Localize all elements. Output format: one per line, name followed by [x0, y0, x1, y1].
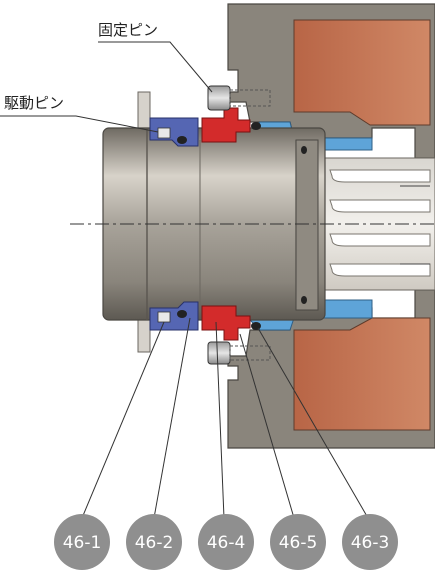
callout-46-2-text: 46-2: [135, 533, 174, 553]
callout-leaders: [81, 317, 369, 519]
callout-46-3-text: 46-3: [351, 533, 390, 553]
fixing-pin-label: 固定ピン: [98, 21, 158, 39]
callout-46-3: 46-3: [342, 514, 398, 570]
callout-46-1: 46-1: [54, 514, 110, 570]
callout-46-4-text: 46-4: [207, 533, 246, 553]
callout-46-4: 46-4: [198, 514, 254, 570]
callout-46-5-text: 46-5: [279, 533, 318, 553]
callout-46-2: 46-2: [126, 514, 182, 570]
housing-lower: [227, 289, 435, 449]
fixing-pin-lower: [207, 341, 271, 365]
label-drive-pin: 駆動ピン: [0, 94, 159, 133]
label-fixing-pin: 固定ピン: [98, 21, 213, 93]
callout-46-5: 46-5: [270, 514, 326, 570]
red-seal-upper: [201, 107, 251, 143]
housing-upper: [227, 3, 435, 159]
drive-pin-label: 駆動ピン: [4, 94, 64, 112]
blue-ring-lower: [149, 301, 199, 331]
fixing-pin-upper: [207, 85, 271, 111]
main-shaft: [102, 127, 326, 321]
o-rings: [177, 122, 307, 330]
callout-46-1-text: 46-1: [63, 533, 102, 553]
